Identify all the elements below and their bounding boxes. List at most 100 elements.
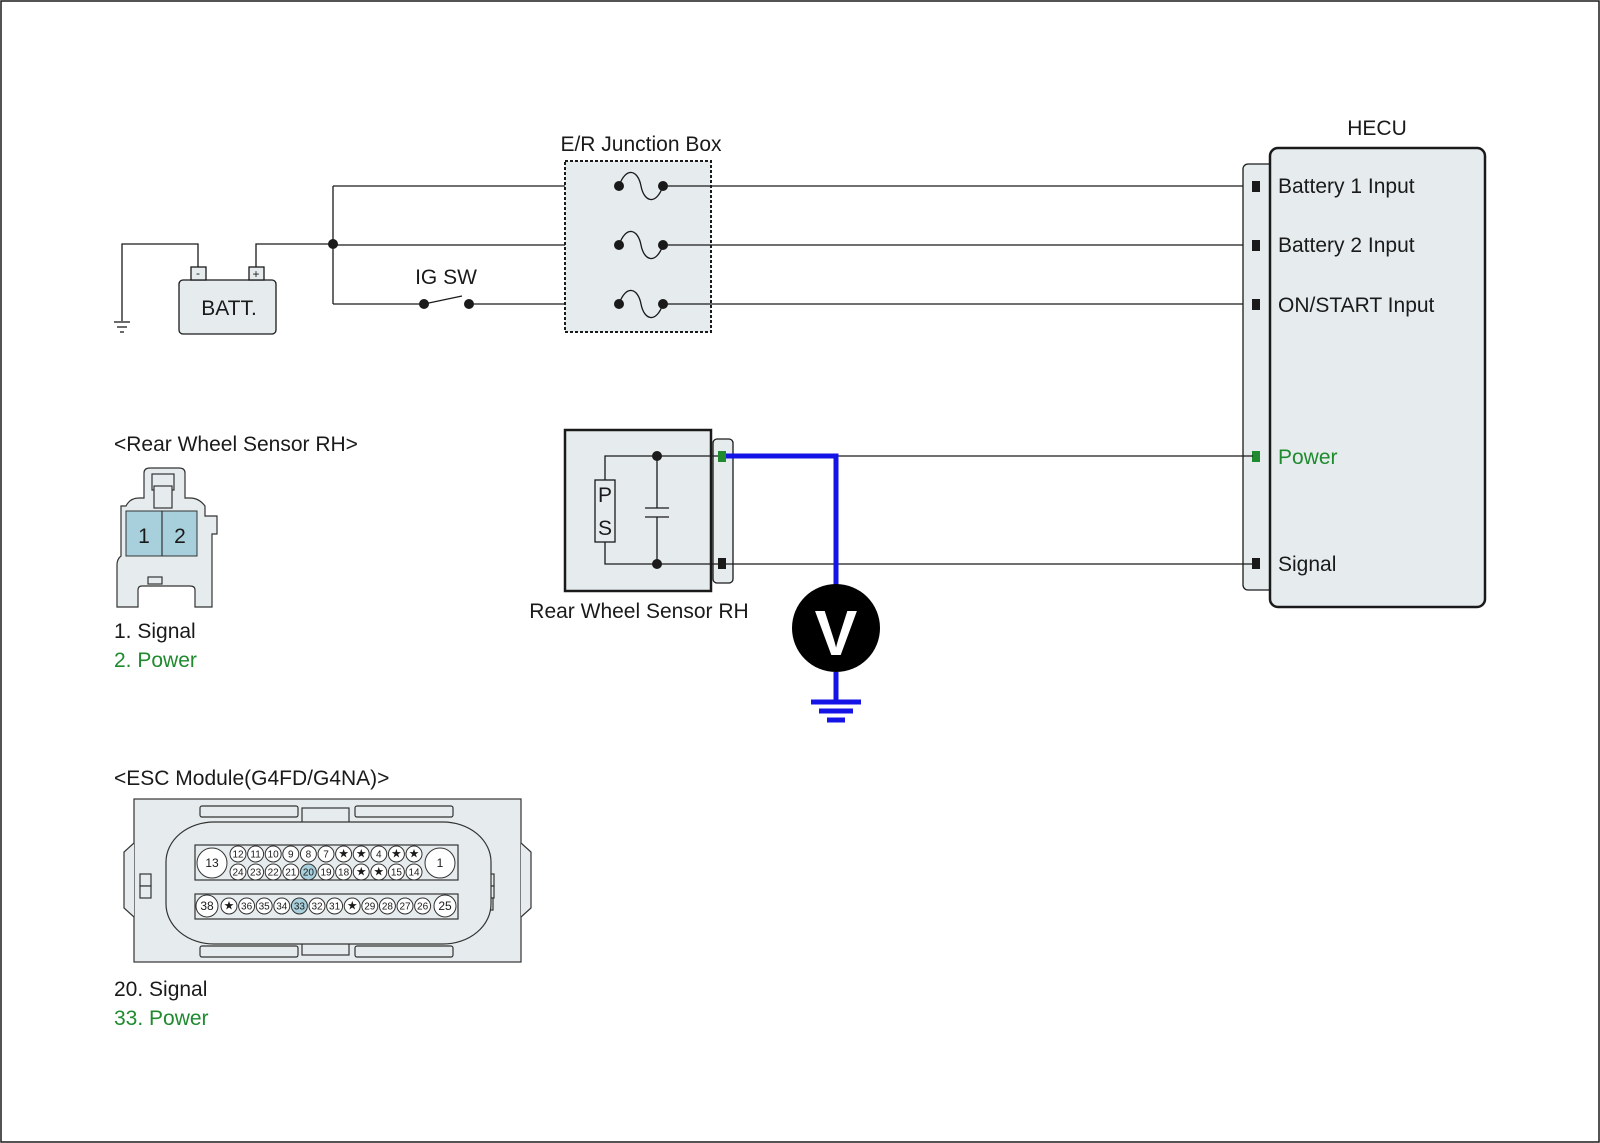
esc-pin-label: 32 bbox=[311, 902, 323, 913]
esc-pin-hole bbox=[387, 863, 405, 881]
esc-pin-label: ★ bbox=[373, 865, 384, 879]
esc-pin-label: 28 bbox=[382, 902, 394, 913]
esc-pin-hole bbox=[352, 845, 370, 863]
esc-pin-label: 34 bbox=[276, 902, 288, 913]
hecu-battery1-label: Battery 1 Input bbox=[1278, 175, 1415, 198]
esc-pin-hole bbox=[424, 847, 456, 879]
esc-pin-hole bbox=[264, 863, 282, 881]
esc-pin-hole bbox=[247, 863, 265, 881]
esc-pin-hole bbox=[361, 897, 379, 915]
rear-wheel-sensor: P S Rear Wheel Sensor RH bbox=[529, 428, 749, 623]
esc-pin-label: 18 bbox=[338, 868, 350, 879]
esc-pin-label: 15 bbox=[391, 868, 403, 879]
esc-pin-label: 9 bbox=[288, 850, 294, 861]
sensor-connector-pin2: 2 bbox=[174, 525, 186, 548]
esc-pin-hole bbox=[396, 897, 414, 915]
sensor-p-label: P bbox=[598, 484, 612, 507]
ground-symbol-voltmeter bbox=[811, 699, 861, 723]
sensor-connector: 1 2 bbox=[116, 467, 218, 608]
esc-pin-label: 29 bbox=[364, 902, 376, 913]
esc-pin-hole bbox=[273, 897, 291, 915]
esc-pin-label: 33 bbox=[294, 902, 306, 913]
esc-legend-power: 33. Power bbox=[114, 1007, 209, 1030]
hecu-battery2-label: Battery 2 Input bbox=[1278, 234, 1415, 257]
esc-pin-hole bbox=[282, 845, 300, 863]
voltmeter-label: V bbox=[815, 597, 858, 669]
esc-pin-label: 10 bbox=[268, 850, 280, 861]
battery-minus-label: - bbox=[196, 266, 200, 280]
esc-pin-hole bbox=[238, 897, 256, 915]
esc-pin-hole bbox=[335, 845, 353, 863]
esc-pin-hole bbox=[352, 863, 370, 881]
sensor-legend-power: 2. Power bbox=[114, 649, 197, 672]
esc-pin-label: ★ bbox=[347, 899, 358, 913]
battery: - + BATT. bbox=[178, 266, 277, 335]
sensor-legend-signal: 1. Signal bbox=[114, 620, 196, 643]
esc-pin-label: 26 bbox=[417, 902, 429, 913]
esc-pin-hole bbox=[229, 863, 247, 881]
esc-pin-label: 14 bbox=[408, 868, 420, 879]
voltmeter: V bbox=[792, 584, 880, 672]
esc-pin-label: ★ bbox=[224, 899, 235, 913]
esc-pin-label: ★ bbox=[391, 847, 402, 861]
hecu-pin-battery2 bbox=[1252, 240, 1260, 251]
hecu-power-label: Power bbox=[1278, 446, 1338, 469]
esc-pin-hole bbox=[414, 897, 432, 915]
esc-pin-hole bbox=[335, 863, 353, 881]
esc-pin-label: 19 bbox=[320, 868, 332, 879]
esc-pin-hole bbox=[387, 845, 405, 863]
esc-pin-label: 35 bbox=[259, 902, 271, 913]
battery-ground-wire bbox=[121, 243, 199, 321]
esc-pin-label: ★ bbox=[409, 847, 420, 861]
esc-pin-label: 36 bbox=[241, 902, 253, 913]
esc-connector-title: <ESC Module(G4FD/G4NA)> bbox=[114, 767, 389, 790]
hecu-pin-signal bbox=[1252, 558, 1260, 569]
esc-pin-hole bbox=[405, 863, 423, 881]
esc-pin-hole bbox=[326, 897, 344, 915]
esc-pin-label: 11 bbox=[250, 850, 261, 861]
bus-junction bbox=[328, 239, 338, 249]
sensor-name-label: Rear Wheel Sensor RH bbox=[529, 600, 748, 623]
hecu-pin-power bbox=[1252, 451, 1260, 462]
junction-box: E/R Junction Box bbox=[560, 133, 722, 333]
esc-pin-label: 38 bbox=[200, 899, 214, 913]
sensor-s-label: S bbox=[598, 517, 612, 540]
esc-pin-hole bbox=[290, 897, 308, 915]
esc-pin-hole bbox=[282, 863, 300, 881]
hecu-pin-on-start bbox=[1252, 299, 1260, 310]
battery-label: BATT. bbox=[201, 297, 257, 320]
esc-pin-label: 31 bbox=[329, 902, 341, 913]
esc-pin-hole bbox=[247, 845, 265, 863]
junction-box-label: E/R Junction Box bbox=[560, 133, 722, 156]
hecu: HECU Battery 1 Input Battery 2 Input ON/… bbox=[1242, 117, 1487, 609]
esc-pin-hole bbox=[196, 847, 228, 879]
esc-pin-label: 13 bbox=[205, 856, 219, 870]
esc-pin-hole bbox=[433, 894, 457, 918]
esc-pin-hole bbox=[299, 845, 317, 863]
esc-pin-hole bbox=[195, 894, 219, 918]
hecu-signal-label: Signal bbox=[1278, 553, 1336, 576]
esc-pin-label: 20 bbox=[303, 868, 315, 879]
hecu-pin-battery1 bbox=[1252, 181, 1260, 192]
battery-positive-wire bbox=[255, 243, 333, 267]
esc-pin-hole bbox=[370, 845, 388, 863]
esc-pin-label: 1 bbox=[437, 856, 444, 870]
esc-pin-hole bbox=[220, 897, 238, 915]
esc-pin-label: 7 bbox=[323, 850, 329, 861]
esc-pin-label: ★ bbox=[338, 847, 349, 861]
esc-pin-label: 25 bbox=[438, 899, 452, 913]
sensor-connector-title: <Rear Wheel Sensor RH> bbox=[114, 433, 358, 456]
fuse-3 bbox=[614, 289, 668, 319]
ig-switch-label: IG SW bbox=[415, 266, 477, 289]
esc-pin-label: ★ bbox=[356, 847, 367, 861]
esc-pin-label: 23 bbox=[250, 868, 262, 879]
ground-symbol-battery bbox=[114, 321, 130, 333]
esc-pin-hole bbox=[405, 845, 423, 863]
hecu-label: HECU bbox=[1347, 117, 1407, 140]
esc-pin-hole bbox=[229, 845, 247, 863]
esc-pin-hole bbox=[378, 897, 396, 915]
esc-pin-label: 4 bbox=[376, 850, 382, 861]
